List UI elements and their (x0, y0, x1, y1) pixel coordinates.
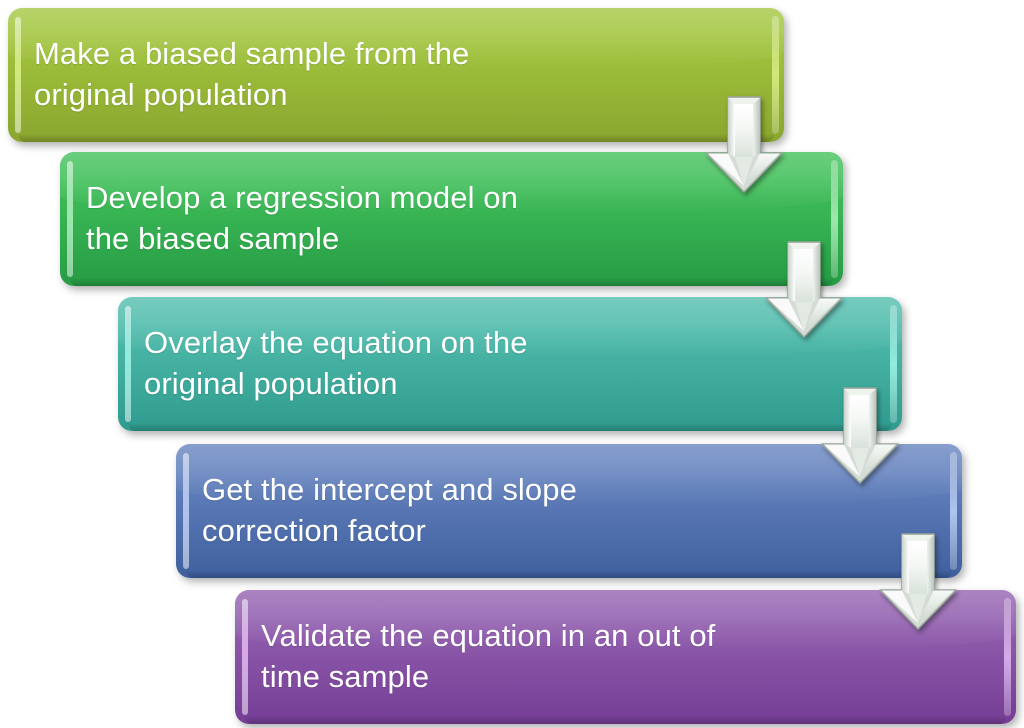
process-step-1[interactable]: Make a biased sample from the original p… (8, 8, 784, 142)
process-step-5[interactable]: Validate the equation in an out of time … (235, 590, 1016, 724)
step-1-fill (8, 8, 784, 142)
process-step-2-label: Develop a regression model on the biased… (86, 180, 518, 256)
process-step-1-label: Make a biased sample from the original p… (34, 36, 470, 112)
process-step-3-label: Overlay the equation on the original pop… (144, 325, 528, 401)
process-step-3[interactable]: Overlay the equation on the original pop… (118, 297, 902, 431)
process-step-2[interactable]: Develop a regression model on the biased… (60, 152, 843, 286)
process-step-4[interactable]: Get the intercept and slope correction f… (176, 444, 962, 578)
process-step-4-label: Get the intercept and slope correction f… (202, 472, 577, 548)
process-step-5-label: Validate the equation in an out of time … (261, 618, 716, 694)
